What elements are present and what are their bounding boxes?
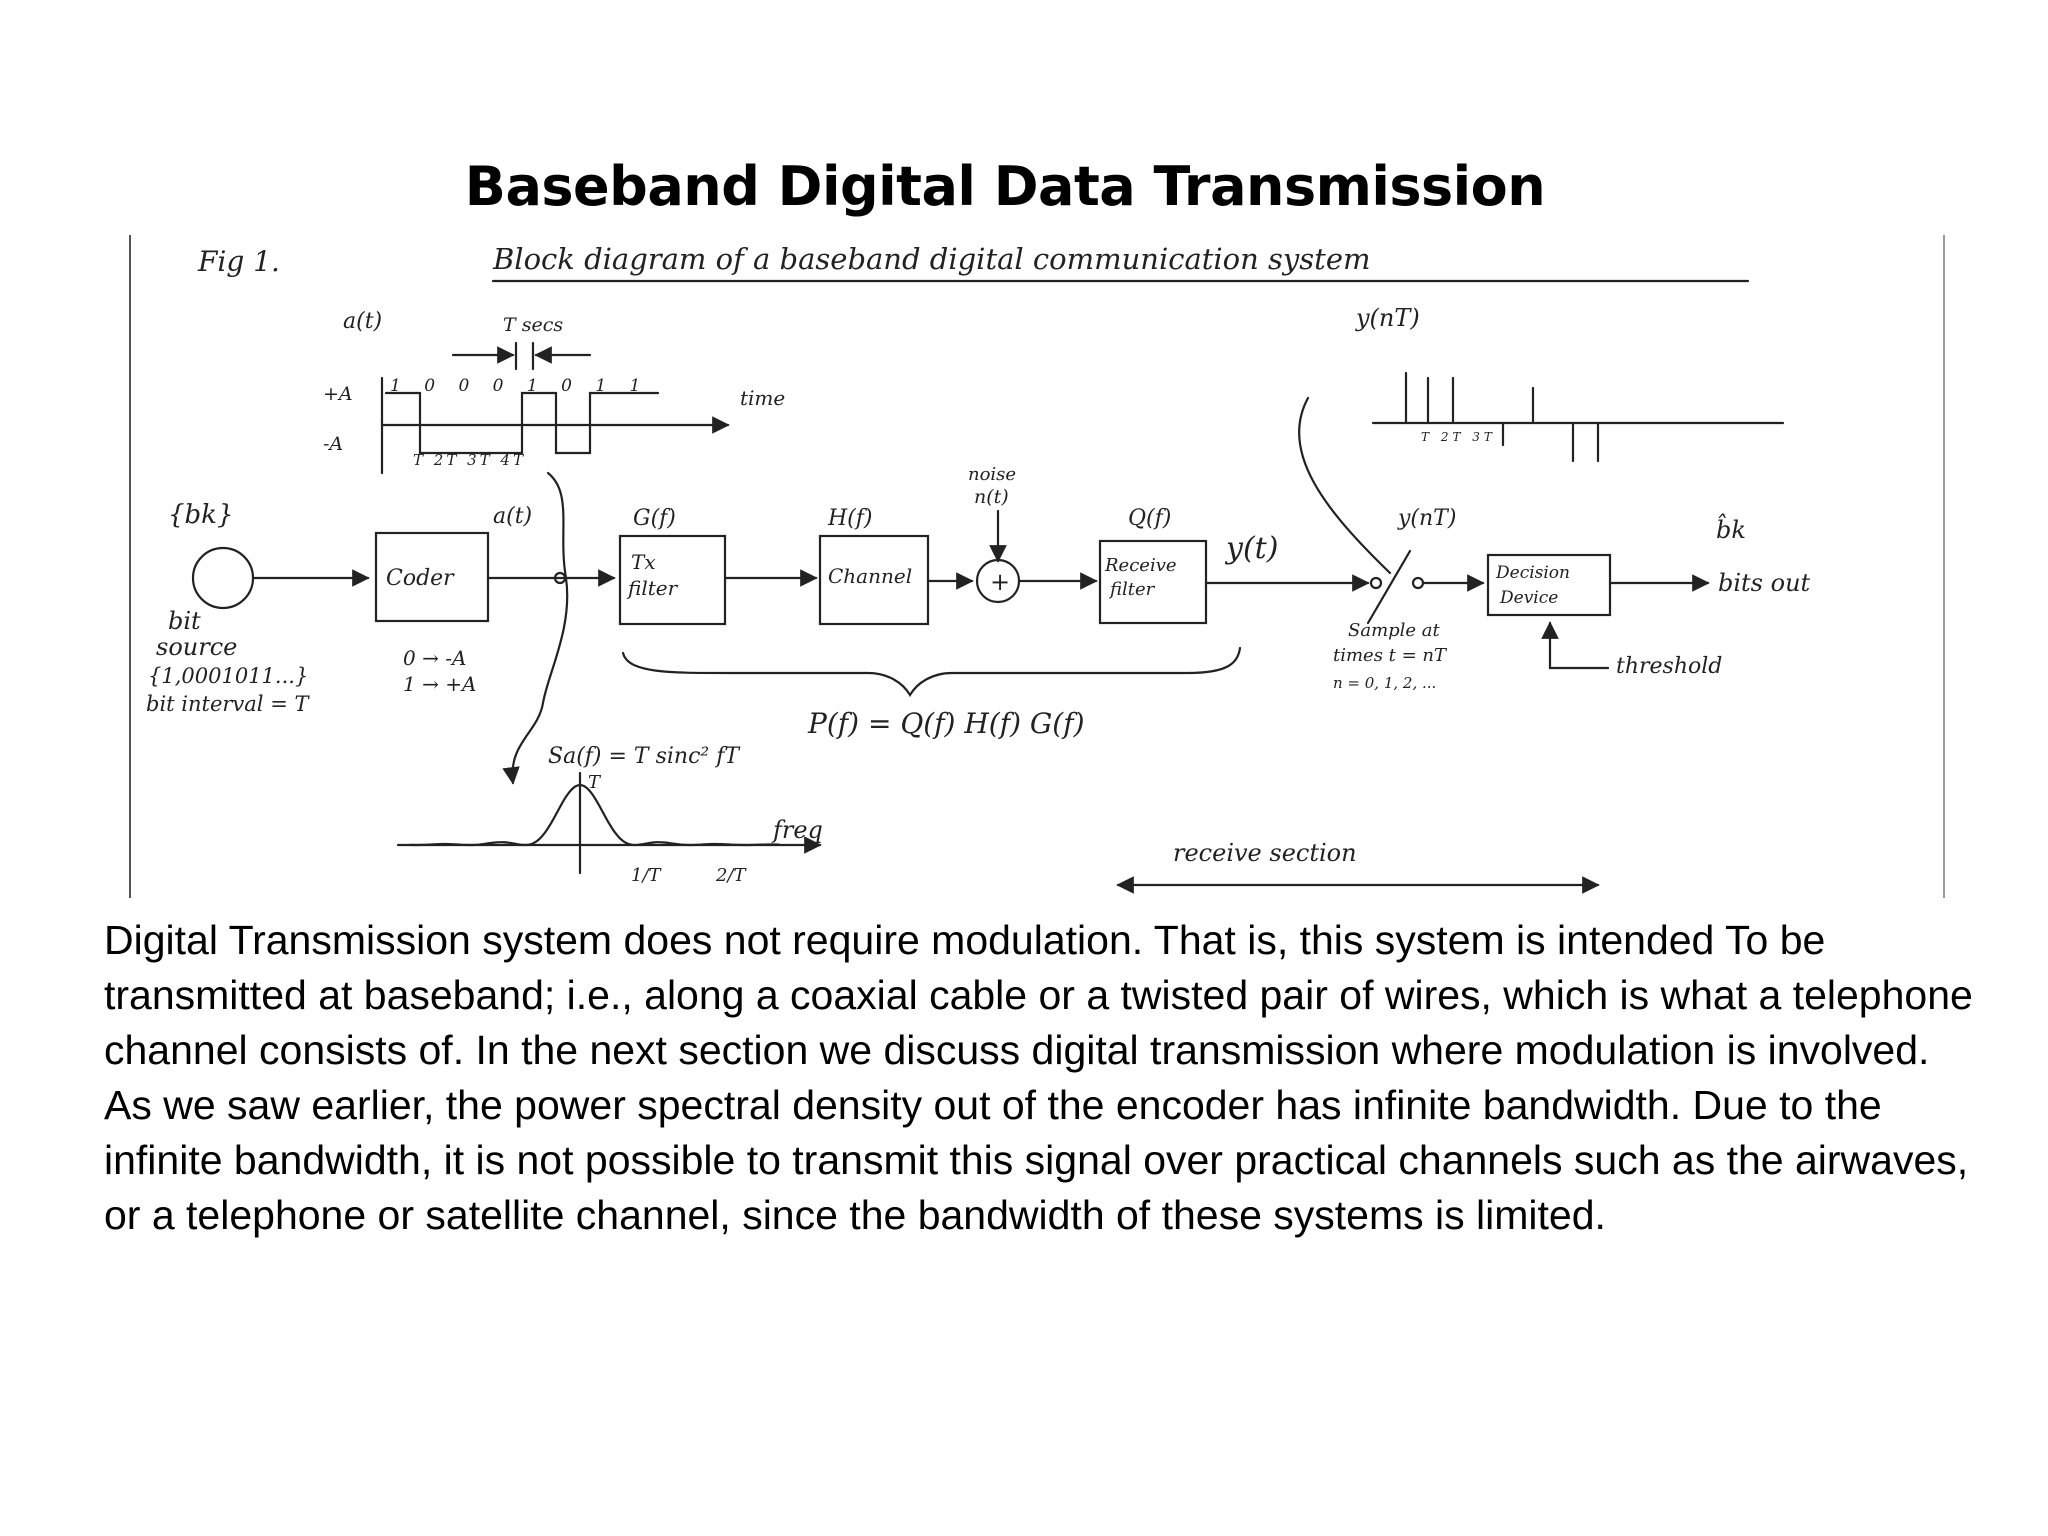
at-pointer-curve (502, 471, 569, 785)
figure-caption: Block diagram of a baseband digital comm… (492, 242, 1371, 276)
hf-label: H(f) (827, 506, 873, 531)
decision-device-block (1486, 553, 1612, 617)
bk-hat-label: b̂k (1716, 513, 1746, 544)
source-sequence: {1,0001011...} (148, 664, 308, 688)
psd-tick-1: 1/T (631, 865, 663, 886)
level-minus-a: -A (323, 433, 343, 455)
body-paragraph-1: Digital Transmission system does not req… (104, 917, 1973, 1073)
block-diagram-figure: Fig 1. Block diagram of a baseband digit… (128, 233, 1948, 903)
tx-filter-label-line1: Tx (631, 550, 656, 574)
noise-nt-label: n(t) (974, 486, 1009, 508)
tx-filter-label-line2: filter (626, 576, 679, 600)
gf-label: G(f) (633, 506, 676, 531)
bit-source-circle (191, 546, 255, 610)
sample-label-line3: n = 0, 1, 2, ... (1333, 674, 1436, 692)
coder-label: Coder (386, 566, 455, 591)
qf-label: Q(f) (1128, 506, 1171, 531)
sample-label-line1: Sample at (1348, 620, 1441, 641)
source-name-line2: source (156, 633, 237, 661)
source-name-line1: bit (168, 607, 201, 635)
mapping-zero: 0 → -A (403, 646, 466, 670)
sample-label-line2: times t = nT (1333, 645, 1448, 666)
threshold-arrow (1541, 621, 1610, 670)
pf-brace (621, 646, 1242, 698)
channel-label: Channel (828, 564, 912, 588)
waveform-tick-labels: T 2T 3T 4T (413, 451, 526, 469)
receive-section-label: receive section (1173, 839, 1357, 867)
bits-out-label: bits out (1718, 569, 1811, 597)
tx-filter-block (618, 534, 727, 626)
body-text: Digital Transmission system does not req… (104, 913, 2004, 1243)
level-plus-a: +A (323, 383, 353, 405)
sample-tick-labels: T 2T 3T (1421, 430, 1496, 444)
fig-label: Fig 1. (197, 245, 280, 278)
waveform-period-label: T secs (503, 314, 563, 336)
sample-stems (1404, 371, 1600, 463)
threshold-label: threshold (1616, 654, 1722, 679)
ynt-label: y(nT) (1397, 506, 1456, 531)
source-bit-interval: bit interval = T (146, 692, 310, 716)
switch-arm (1366, 549, 1412, 625)
psd-plot: Sa(f) = T sinc² fT T freq 1/T 2/T (396, 744, 823, 886)
pf-equation: P(f) = Q(f) H(f) G(f) (807, 707, 1085, 740)
psd-freq-label: freq (771, 816, 823, 844)
mapping-one: 1 → +A (403, 672, 476, 696)
body-paragraph-2: As we saw earlier, the power spectral de… (104, 1082, 1969, 1238)
page-title: Baseband Digital Data Transmission (464, 155, 1546, 218)
waveform-signal-label: a(t) (343, 309, 382, 334)
switch-contact-right (1411, 576, 1425, 590)
adder-plus: + (990, 568, 1010, 596)
sampled-output-plot: y(nT) T 2T 3T (1355, 304, 1785, 463)
ynt-top-label: y(nT) (1355, 304, 1420, 332)
switch-contact-left (1369, 576, 1383, 590)
nrz-waveform-trace (384, 391, 660, 455)
psd-label: Sa(f) = T sinc² fT (548, 744, 741, 769)
yt-label: y(t) (1224, 531, 1278, 566)
decision-label-line2: Device (1499, 588, 1558, 608)
waveform-bits-label: 1 0 0 0 1 0 1 1 (390, 376, 649, 396)
source-symbol-label: {bk} (168, 500, 233, 530)
psd-peak-label: T (588, 772, 602, 793)
noise-label: noise (968, 464, 1016, 485)
sample-pointer-curve (1298, 396, 1392, 575)
decision-label-line1: Decision (1495, 563, 1570, 583)
receive-filter-label-line2: filter (1108, 579, 1156, 600)
waveform-time-label: time (740, 386, 785, 410)
receive-filter-label-line1: Receive (1104, 555, 1177, 576)
at-junction-dot (553, 571, 567, 585)
at-label: a(t) (493, 504, 532, 529)
psd-tick-2: 2/T (715, 865, 748, 886)
bit-waveform-plot: a(t) T secs +A -A time 1 0 0 0 1 0 1 1 T… (323, 309, 785, 475)
psd-sinc-curve (408, 783, 781, 847)
